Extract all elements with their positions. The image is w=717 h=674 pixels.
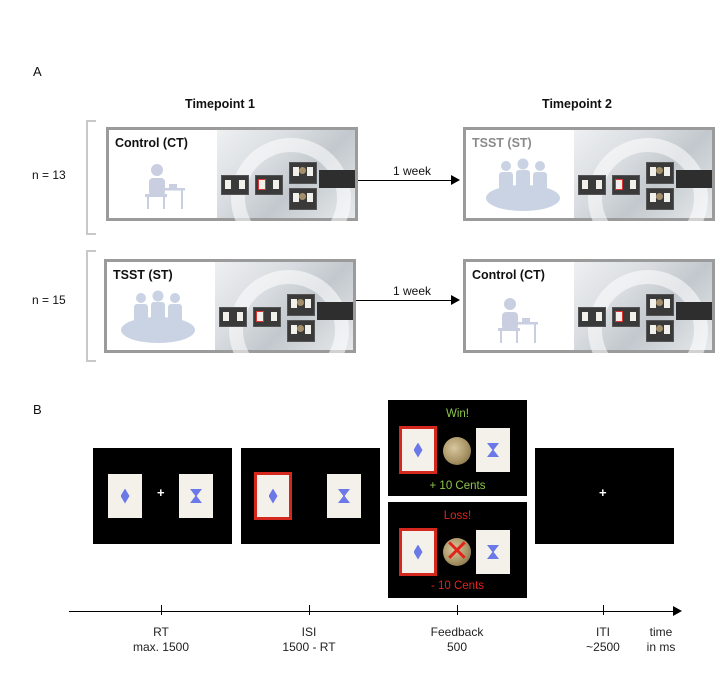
- diamond-icon: [120, 488, 130, 504]
- timepoint-1-title: Timepoint 1: [185, 97, 255, 111]
- interval-label-g1: 1 week: [393, 164, 432, 178]
- timeline-tick-isi: [309, 605, 310, 615]
- feedback-win-title: Win!: [446, 408, 469, 420]
- selected-card: [399, 426, 437, 474]
- panel-b-letter: B: [33, 402, 42, 417]
- timepoint-2-title: Timepoint 2: [542, 97, 612, 111]
- coin-icon: [443, 437, 471, 465]
- stimulus-card-left: [108, 474, 142, 518]
- session-g1-t2: TSST (ST): [463, 127, 715, 258]
- timeline-tick-rt: [161, 605, 162, 615]
- phase-name: ITI: [596, 625, 610, 639]
- group-1-n-label: n = 13: [32, 168, 66, 182]
- stimulus-card-right: [476, 428, 510, 472]
- session-g2-t2: Control (CT): [463, 259, 715, 390]
- axis-label-line2: in ms: [646, 640, 676, 654]
- person-at-desk-icon: [145, 164, 185, 209]
- screen-feedback-loss: Loss! ✕ - 10 Cents: [388, 502, 527, 598]
- timeline-arrow-icon: [673, 606, 682, 616]
- timeline-label-rt: RT max. 1500: [101, 625, 221, 655]
- hourglass-icon: [487, 443, 499, 457]
- session-g1-t1: Control (CT): [106, 127, 358, 258]
- phase-duration: 500: [446, 640, 468, 654]
- stimulus-card-right: [179, 474, 213, 518]
- phase-duration: 1500 - RT: [282, 640, 336, 654]
- selected-card: [399, 528, 437, 576]
- panel-group-icon: [121, 290, 195, 343]
- interval-label-g2: 1 week: [393, 284, 432, 298]
- timeline-unit-label: time in ms: [606, 625, 716, 655]
- scanner-photo: [215, 262, 353, 390]
- interval-arrow-g2: [356, 300, 452, 301]
- scanner-photo: [574, 262, 712, 390]
- coin-icon: [443, 538, 471, 566]
- screen-rt: +: [93, 448, 232, 544]
- diamond-icon: [268, 488, 278, 504]
- phase-name: ISI: [301, 625, 317, 639]
- timeline-tick-iti: [603, 605, 604, 615]
- axis-label-line1: time: [649, 625, 673, 639]
- group-2-n-label: n = 15: [32, 293, 66, 307]
- phase-name: Feedback: [430, 625, 484, 639]
- panel-a-letter: A: [33, 64, 42, 79]
- cross-out-icon: ✕: [444, 535, 470, 568]
- hourglass-icon: [487, 545, 499, 559]
- timeline-label-isi: ISI 1500 - RT: [249, 625, 369, 655]
- timeline-axis: [69, 611, 675, 612]
- hourglass-icon: [190, 489, 202, 503]
- session-label: Control (CT): [472, 268, 545, 282]
- group-2-bracket: [86, 250, 96, 362]
- person-at-desk-icon: [498, 298, 538, 343]
- session-label: TSST (ST): [472, 136, 532, 150]
- panel-group-icon: [486, 158, 560, 211]
- diamond-icon: [413, 544, 423, 560]
- screen-isi: [241, 448, 380, 544]
- interval-arrow-g1: [358, 180, 452, 181]
- phase-duration: max. 1500: [132, 640, 190, 654]
- session-label: TSST (ST): [113, 268, 173, 282]
- selected-card: [254, 472, 292, 520]
- timeline-label-feedback: Feedback 500: [397, 625, 517, 655]
- phase-duration: ~2500: [586, 640, 620, 654]
- phase-name: RT: [153, 625, 169, 639]
- stimulus-card-right: [327, 474, 361, 518]
- feedback-win-amount: + 10 Cents: [429, 480, 486, 492]
- scanner-photo: [217, 130, 355, 258]
- arrow-head-icon: [451, 175, 460, 185]
- stimulus-card-right: [476, 530, 510, 574]
- screen-feedback-win: Win! + 10 Cents: [388, 400, 527, 496]
- feedback-loss-title: Loss!: [443, 510, 472, 522]
- diamond-icon: [413, 442, 423, 458]
- timeline-label-iti: ITI ~2500: [543, 625, 663, 655]
- group-1-bracket: [86, 120, 96, 235]
- fixation-cross: +: [157, 485, 165, 500]
- fixation-cross: +: [599, 485, 607, 500]
- arrow-head-icon: [451, 295, 460, 305]
- hourglass-icon: [338, 489, 350, 503]
- feedback-loss-amount: - 10 Cents: [430, 580, 485, 592]
- scanner-photo: [574, 130, 712, 258]
- session-g2-t1: TSST (ST): [104, 259, 356, 390]
- session-label: Control (CT): [115, 136, 188, 150]
- timeline-tick-feedback: [457, 605, 458, 615]
- screen-iti: +: [535, 448, 674, 544]
